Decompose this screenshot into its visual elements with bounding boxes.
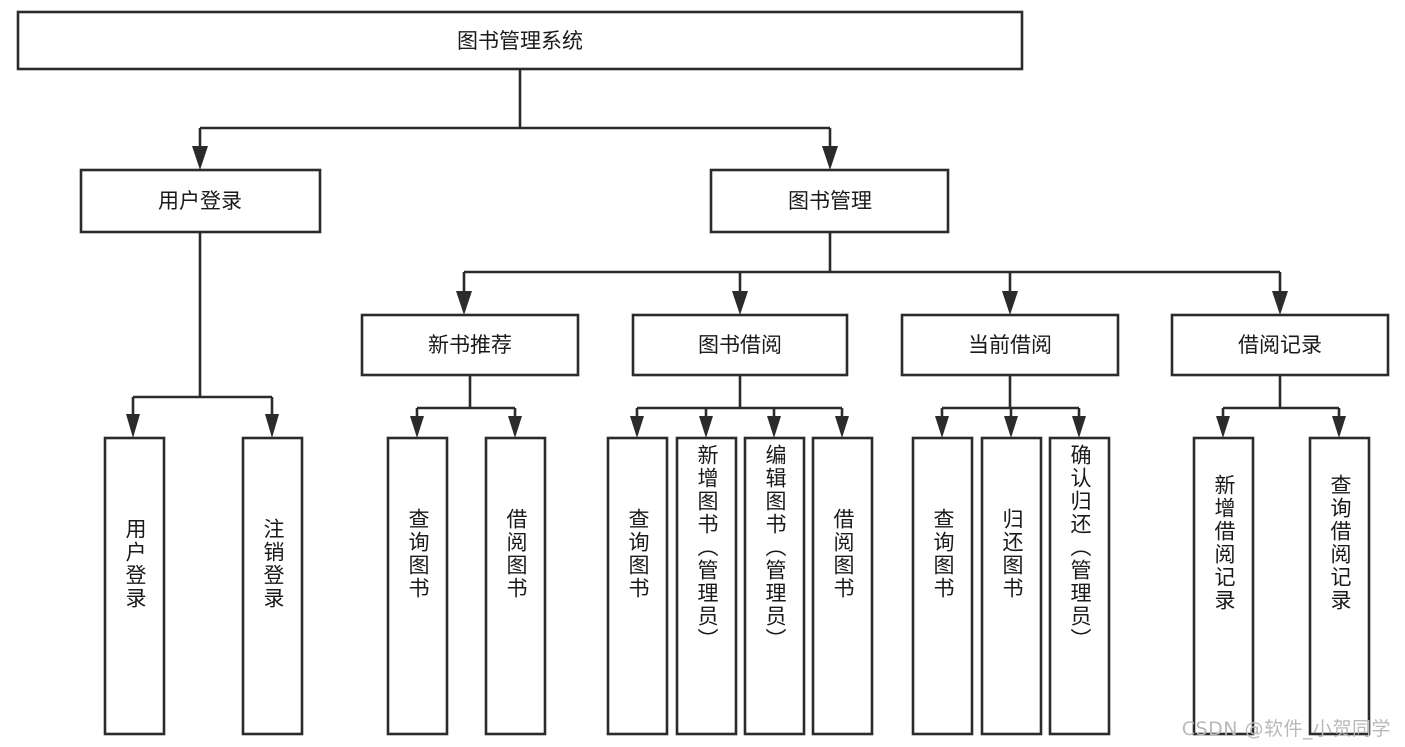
node-book-borrow-box[interactable] [631, 313, 849, 377]
csdn-watermark: CSDN @软件_小贺同学 [1181, 718, 1391, 740]
connector-group-root [192, 69, 838, 170]
leaf-box-group [103, 436, 1371, 736]
arrow-head-user-login [192, 146, 208, 170]
node-book-borrow-label: 图书借阅 [698, 333, 782, 357]
node-book-management[interactable]: 图书管理 [709, 168, 950, 234]
node-root[interactable]: 图书管理系统 [16, 10, 1024, 71]
node-user-login[interactable]: 用户登录 [79, 168, 322, 234]
arrow-head-leaf-query-book-1 [410, 416, 424, 438]
arrow-head-borrow-record [1272, 291, 1288, 315]
leaf-user-login-box[interactable] [103, 436, 166, 736]
node-current-borrow-label: 当前借阅 [968, 333, 1052, 357]
arrow-head-leaf-borrow-book-2 [835, 416, 849, 438]
leaf-borrow-book-2-box[interactable] [811, 436, 874, 736]
arrow-head-current-borrow [1002, 291, 1018, 315]
leaf-user-logout-box[interactable] [241, 436, 304, 736]
arrow-head-leaf-query-record [1332, 416, 1346, 438]
node-borrow-record-box[interactable] [1170, 313, 1390, 377]
node-new-book-recommend[interactable]: 新书推荐 [360, 313, 580, 377]
arrow-head-leaf-add-book [699, 416, 713, 438]
leaf-query-book-3-box[interactable] [911, 436, 974, 736]
node-borrow-record-label: 借阅记录 [1238, 333, 1322, 357]
arrow-head-leaf-borrow-book-1 [508, 416, 522, 438]
node-current-borrow-box[interactable] [900, 313, 1120, 377]
arrow-head-leaf-confirm-return [1072, 416, 1086, 438]
connector-group-book-borrow [630, 375, 849, 438]
connector-group-borrow-record [1216, 375, 1346, 438]
node-user-login-label: 用户登录 [158, 189, 242, 213]
node-root-box[interactable] [16, 10, 1024, 71]
leaf-return-book-box[interactable] [980, 436, 1043, 736]
leaf-query-book-1-box[interactable] [386, 436, 449, 736]
node-book-management-label: 图书管理 [788, 189, 872, 213]
leaf-confirm-return-box[interactable] [1048, 436, 1111, 736]
node-new-book-recommend-box[interactable] [360, 313, 580, 377]
node-user-login-box[interactable] [79, 168, 322, 234]
connector-group-new-book-recommend [410, 375, 522, 438]
arrow-head-leaf-user-logout [265, 414, 279, 438]
leaf-edit-book-box[interactable] [743, 436, 806, 736]
node-root-label: 图书管理系统 [457, 29, 583, 53]
leaf-query-book-2-box[interactable] [606, 436, 669, 736]
arrow-head-leaf-add-record [1216, 416, 1230, 438]
leaf-add-book-box[interactable] [675, 436, 738, 736]
arrow-head-book-borrow [732, 291, 748, 315]
arrow-head-leaf-query-book-3 [935, 416, 949, 438]
node-borrow-record[interactable]: 借阅记录 [1170, 313, 1390, 377]
node-new-book-recommend-label: 新书推荐 [428, 333, 512, 357]
arrow-head-leaf-return-book [1004, 416, 1018, 438]
node-book-management-box[interactable] [709, 168, 950, 234]
leaf-query-record-box[interactable] [1308, 436, 1371, 736]
leaf-borrow-book-1-box[interactable] [484, 436, 547, 736]
leaf-add-record-box[interactable] [1192, 436, 1255, 736]
node-current-borrow[interactable]: 当前借阅 [900, 313, 1120, 377]
connector-group-book-management [456, 232, 1288, 315]
arrow-head-leaf-user-login [126, 414, 140, 438]
arrow-head-leaf-query-book-2 [630, 416, 644, 438]
connector-group-current-borrow [935, 375, 1086, 438]
connector-group-user-login [126, 232, 279, 438]
arrow-head-book-management [822, 146, 838, 170]
node-book-borrow[interactable]: 图书借阅 [631, 313, 849, 377]
arrow-head-leaf-edit-book [767, 416, 781, 438]
arrow-head-new-book-recommend [456, 291, 472, 315]
